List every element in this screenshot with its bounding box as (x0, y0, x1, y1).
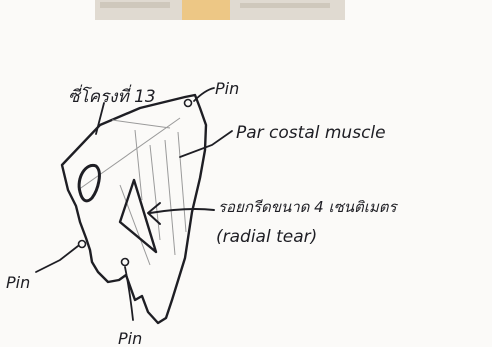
leader-pin-left (36, 246, 78, 272)
label-pin-bottom: Pin (118, 329, 142, 347)
label-pin-top: Pin (215, 79, 239, 98)
oval-hole (79, 165, 99, 201)
pin-bottom-marker (122, 259, 129, 266)
label-tear-type: (radial tear) (216, 227, 317, 247)
pin-top-marker (185, 100, 192, 107)
label-rib: ซี่โครงที่ 13 (68, 84, 156, 107)
top-banner-remnant (95, 0, 345, 20)
leader-pin-top (194, 88, 214, 101)
label-pin-left: Pin (6, 273, 30, 292)
leader-rib (96, 103, 104, 134)
label-tear-thai: รอยกรีดขนาด 4 เซนติเมตร (218, 198, 399, 216)
tear-arrow (148, 203, 214, 224)
label-muscle: Par costal muscle (236, 123, 386, 143)
pin-left-marker (79, 241, 86, 248)
